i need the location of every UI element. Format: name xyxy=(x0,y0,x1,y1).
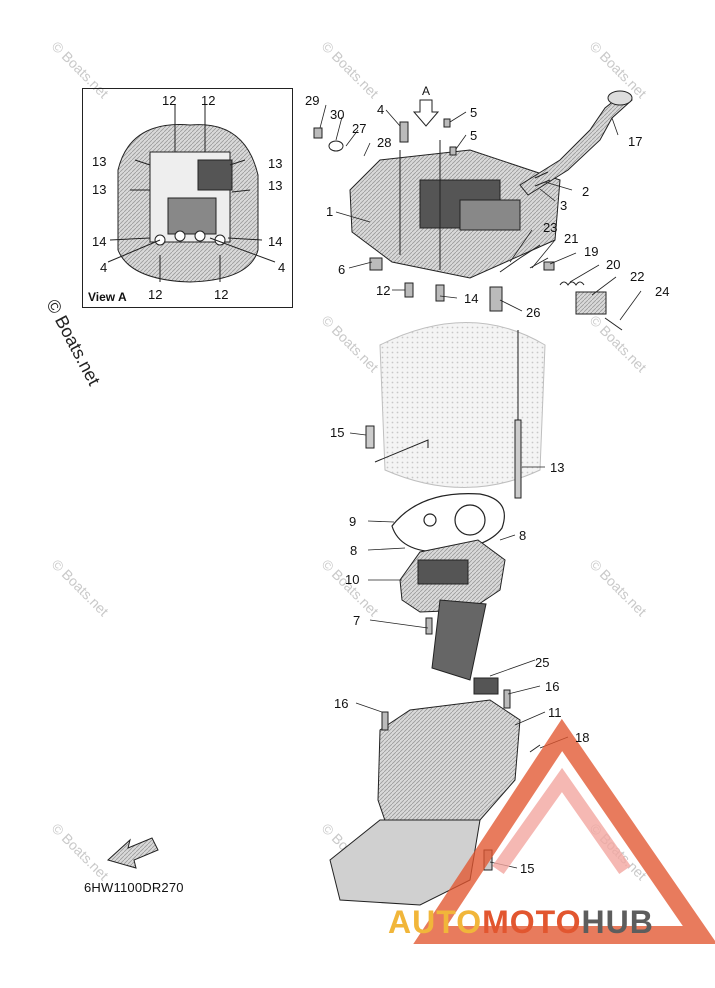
ghost-engine-outline xyxy=(379,322,546,488)
dipstick-guide xyxy=(519,90,633,196)
view-callout: 13 xyxy=(92,182,107,197)
leader-lines xyxy=(319,104,642,869)
diagram-code: 6HW1100DR270 xyxy=(84,880,184,895)
callout-17: 17 xyxy=(628,134,643,149)
view-callout: 12 xyxy=(201,93,216,108)
callout-18: 18 xyxy=(575,730,590,745)
automotohub-logo xyxy=(413,718,715,944)
callout-28: 28 xyxy=(377,135,392,150)
callout-1: 1 xyxy=(326,204,334,219)
callout-3: 3 xyxy=(560,198,568,213)
view-a-inset-drawing xyxy=(107,105,276,283)
view-callout: 13 xyxy=(268,156,283,171)
brand-part-3: HUB xyxy=(581,904,654,940)
callout-10: 10 xyxy=(345,572,360,587)
view-a-arrow xyxy=(412,99,440,127)
upper-case xyxy=(329,677,541,906)
brand-part-1: AUTO xyxy=(388,904,483,940)
callout-30: 30 xyxy=(330,107,345,122)
view-callout: 12 xyxy=(148,287,163,302)
gasket xyxy=(391,493,505,553)
view-callout: 14 xyxy=(92,234,107,249)
callout-23: 23 xyxy=(543,220,558,235)
callout-21: 21 xyxy=(564,231,579,246)
callout-27: 27 xyxy=(352,121,367,136)
callout-15a: 15 xyxy=(330,425,345,440)
brand-part-2: MOTO xyxy=(482,904,582,940)
callout-5a: 5 xyxy=(470,105,478,120)
callout-19: 19 xyxy=(584,244,599,259)
callout-26: 26 xyxy=(526,305,541,320)
callout-20: 20 xyxy=(606,257,621,272)
view-callout: 12 xyxy=(162,93,177,108)
view-a-arrow-letter: A xyxy=(422,84,431,98)
callout-11: 11 xyxy=(548,705,562,720)
callout-7: 7 xyxy=(353,613,361,628)
callout-14: 14 xyxy=(464,291,479,306)
forward-arrow xyxy=(106,837,159,869)
callout-8a: 8 xyxy=(519,528,527,543)
view-callout: 12 xyxy=(214,287,229,302)
view-callout: 4 xyxy=(100,260,108,275)
long-bolt-13 xyxy=(514,330,522,499)
callout-6: 6 xyxy=(338,262,346,277)
callout-12: 12 xyxy=(376,283,391,298)
callout-22: 22 xyxy=(630,269,645,284)
callout-24: 24 xyxy=(655,284,670,299)
callout-25: 25 xyxy=(535,655,550,670)
small-parts-cluster xyxy=(313,118,623,331)
callout-15b: 15 xyxy=(520,861,535,876)
callout-2: 2 xyxy=(582,184,590,199)
view-callout: 14 xyxy=(268,234,283,249)
callout-4: 4 xyxy=(377,102,385,117)
callout-16a: 16 xyxy=(545,679,560,694)
callout-8b: 8 xyxy=(350,543,358,558)
callout-16b: 16 xyxy=(334,696,349,711)
brand-wordmark: AUTOMOTOHUB xyxy=(388,904,654,941)
callout-13: 13 xyxy=(550,460,565,475)
upper-casing xyxy=(349,140,561,302)
callout-5b: 5 xyxy=(470,128,478,143)
view-callout: 13 xyxy=(268,178,283,193)
callout-29: 29 xyxy=(305,93,320,108)
exhaust-guide xyxy=(399,539,506,681)
view-a-label: View A xyxy=(88,290,127,304)
view-a-inset xyxy=(82,88,293,308)
bolt-15-upper xyxy=(365,425,429,463)
view-callout: 13 xyxy=(92,154,107,169)
callout-9: 9 xyxy=(349,514,357,529)
view-callout: 4 xyxy=(278,260,286,275)
